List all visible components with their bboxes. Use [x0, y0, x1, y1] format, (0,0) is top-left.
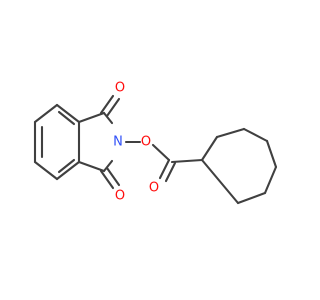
bond [151, 143, 171, 162]
carbonyl-bond [105, 166, 121, 187]
carbonyl-bond [164, 161, 177, 183]
bond [33, 160, 59, 181]
bond [236, 191, 267, 205]
cycloheptane-ring [200, 127, 278, 205]
bond [102, 159, 114, 173]
bond [55, 103, 81, 124]
atom-label-oxygen: O [149, 181, 159, 196]
carbonyl-bond [99, 169, 115, 190]
atom-label-nitrogen: N [113, 135, 123, 150]
bond [215, 127, 246, 139]
benzene-ring [33, 103, 81, 181]
bond [33, 103, 59, 124]
carbonyl-bond [105, 97, 121, 118]
ester-linker [124, 140, 204, 183]
atom-label-oxygen: O [141, 135, 151, 150]
bond [77, 111, 106, 124]
bond [242, 127, 269, 143]
bond [170, 158, 204, 164]
double-bond-inner [57, 110, 76, 126]
carbonyl-bond [158, 158, 171, 180]
molecule-structure: O N O O O [33, 81, 278, 205]
bond [102, 111, 114, 125]
bond [263, 165, 278, 195]
bond [200, 135, 219, 162]
atom-label-oxygen: O [115, 189, 125, 204]
atom-label-oxygen: O [115, 81, 125, 96]
bond [200, 158, 240, 205]
imide-ring [77, 94, 121, 190]
double-bond-inner [57, 158, 76, 174]
carbonyl-bond [99, 94, 115, 115]
bond [77, 160, 106, 173]
molecule-canvas: O N O O O [33, 80, 278, 205]
bond [265, 139, 278, 169]
bond [55, 160, 81, 181]
